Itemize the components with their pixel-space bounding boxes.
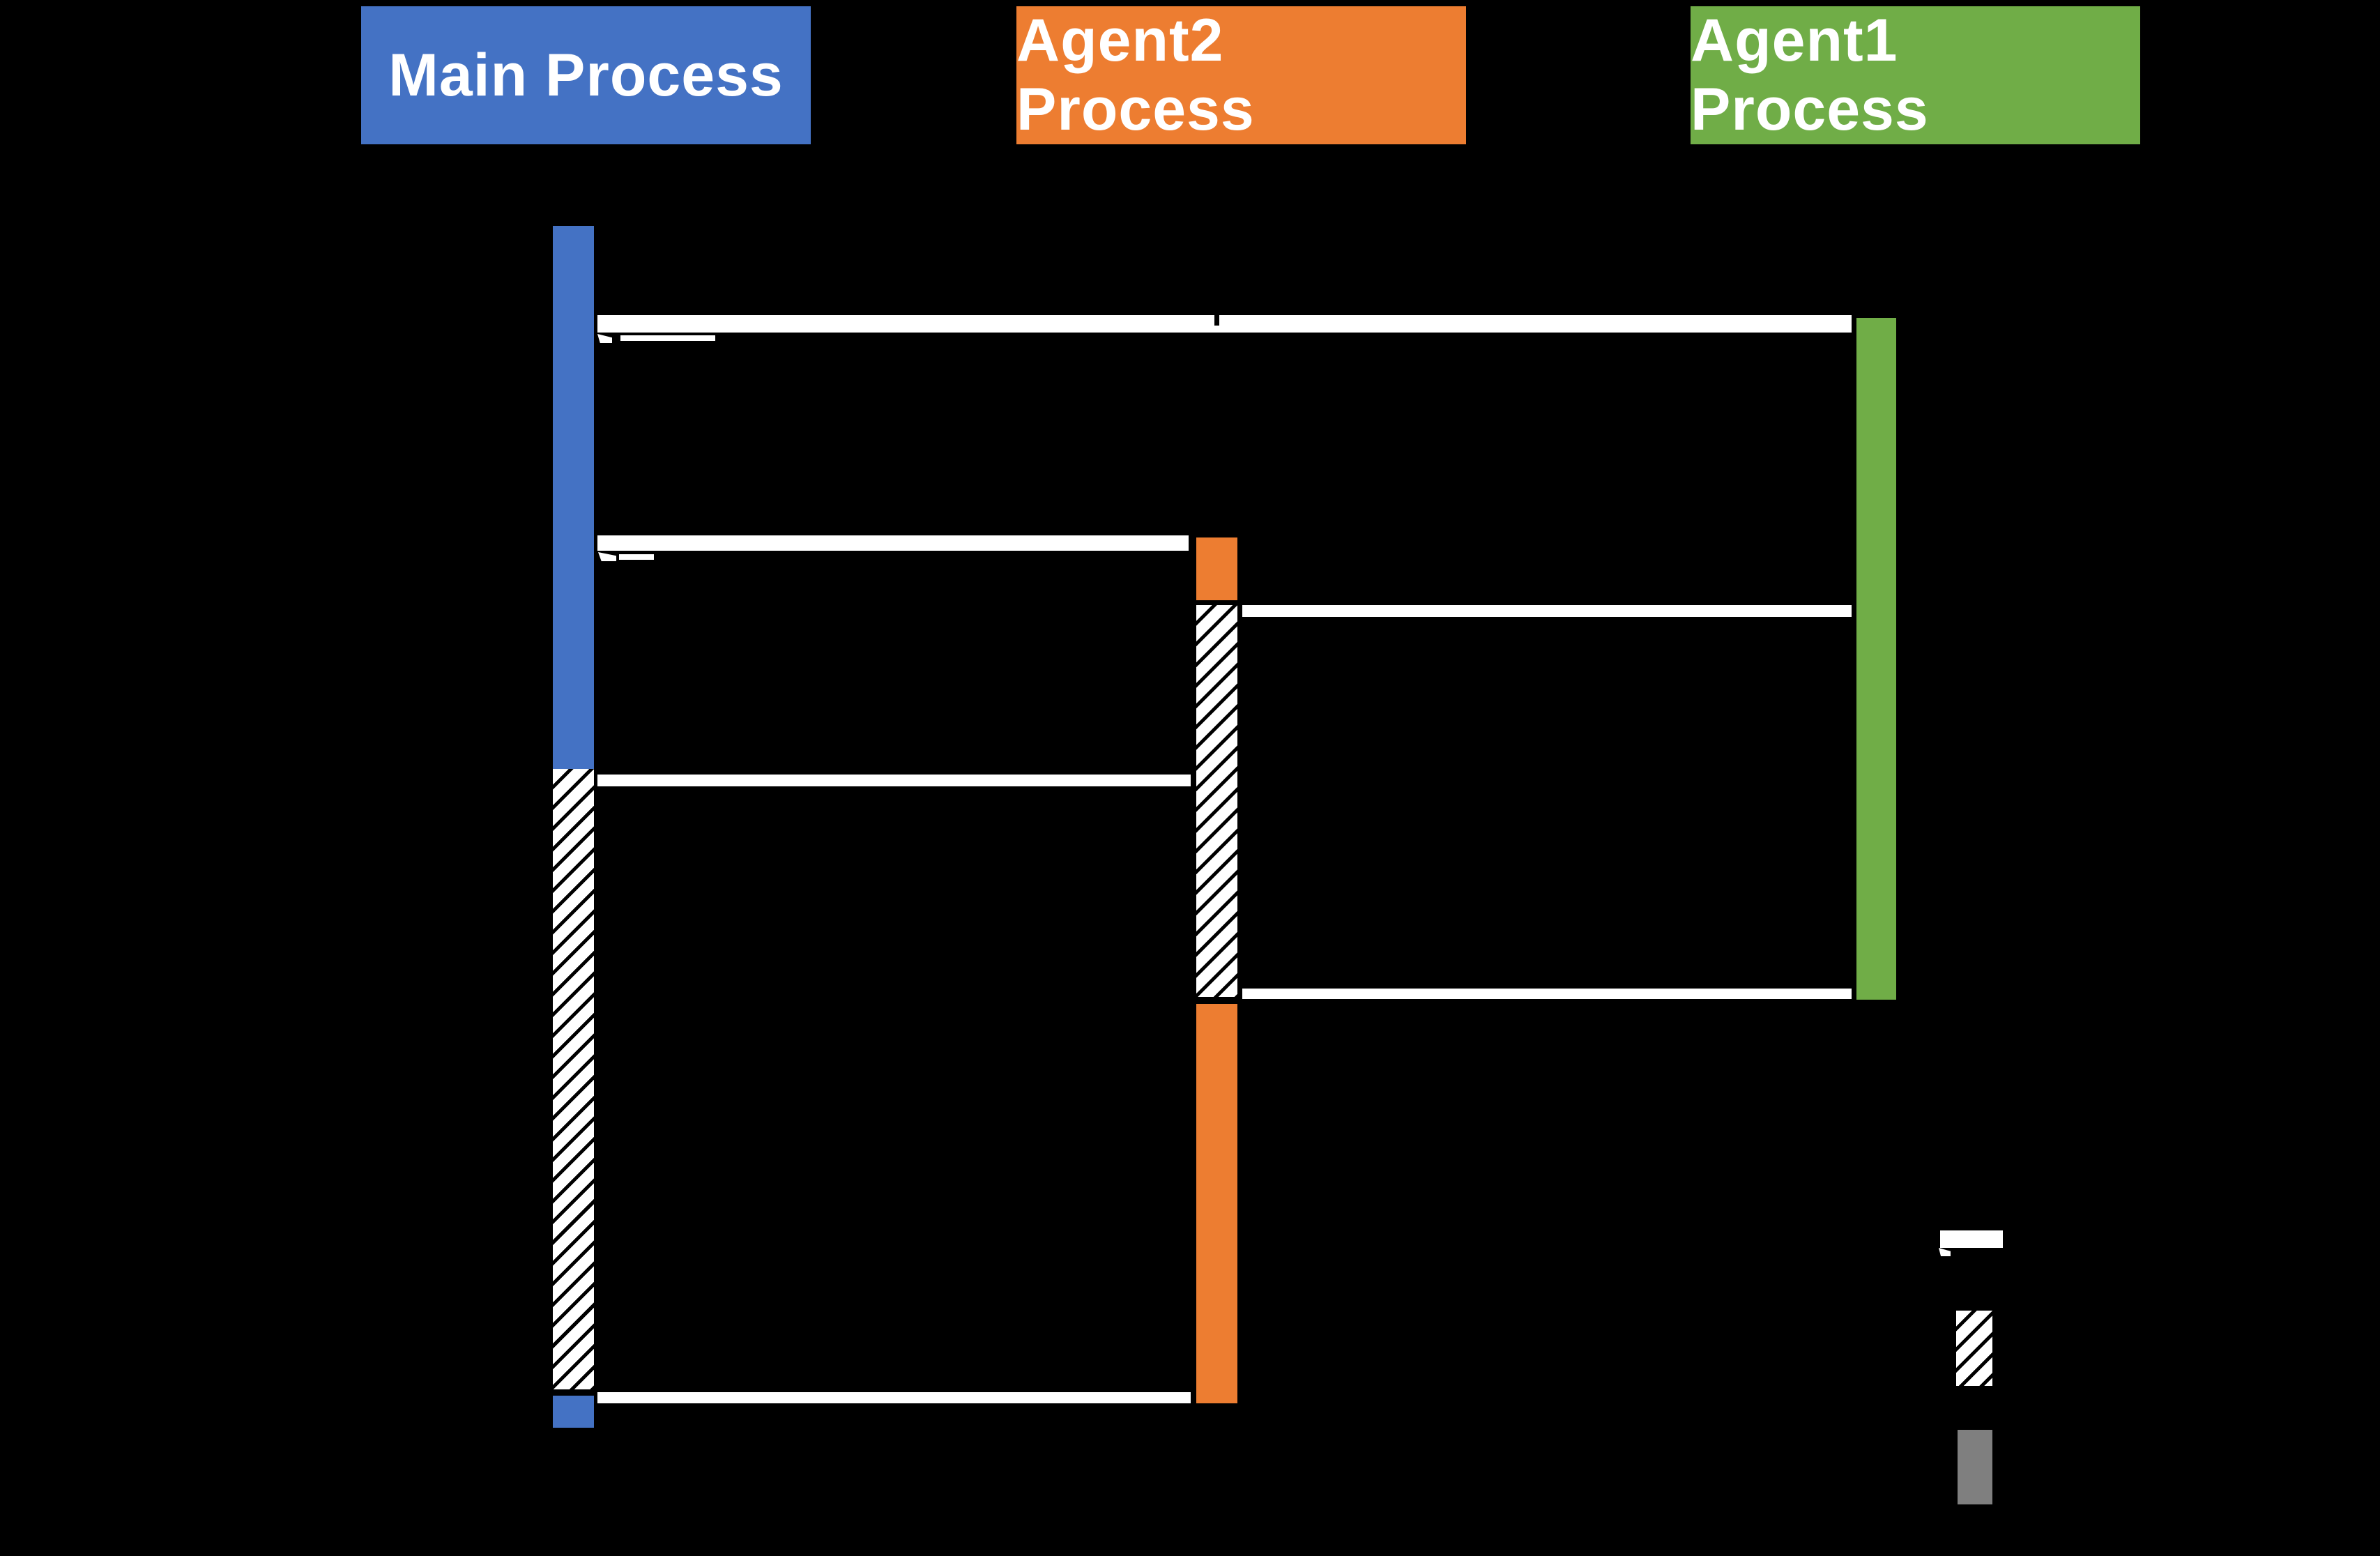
process-header-agent1-label: Agent1 Process (1691, 7, 1929, 143)
process-header-main: Main Process (361, 6, 811, 144)
message-line-fragment-2 (619, 554, 654, 560)
message-arrow-2 (597, 535, 1189, 551)
message-arrow-1 (597, 315, 1852, 333)
message-arrow-6 (597, 1392, 1191, 1403)
legend-gray-box-symbol (1958, 1430, 1992, 1504)
legend-arrowhead-icon (1939, 1248, 1951, 1256)
legend-hatched-activation-symbol (1956, 1311, 1992, 1386)
process-header-agent1: Agent1 Process (1691, 6, 2140, 144)
message-arrow-3 (1242, 605, 1852, 617)
main-activation-hatched (553, 769, 594, 1389)
lifeline-notch (1214, 315, 1219, 326)
message-arrowhead-2 (598, 552, 616, 561)
process-header-agent2: Agent2 Process (1016, 6, 1466, 144)
message-line-fragment-1 (620, 335, 715, 341)
legend-message-arrow-symbol (1940, 1230, 2003, 1248)
message-arrow-4 (597, 775, 1191, 786)
process-header-main-label: Main Process (388, 41, 784, 109)
message-arrowhead-1 (597, 334, 612, 343)
agent2-activation-solid-bottom (1196, 1004, 1237, 1403)
process-header-agent2-label: Agent2 Process (1016, 7, 1255, 143)
agent1-activation-solid (1856, 318, 1896, 1000)
agent2-activation-hatched (1196, 605, 1237, 997)
message-arrow-5 (1242, 989, 1852, 999)
main-activation-resume (553, 1396, 594, 1428)
main-activation-solid (553, 226, 594, 769)
agent2-activation-solid-top (1196, 537, 1237, 600)
